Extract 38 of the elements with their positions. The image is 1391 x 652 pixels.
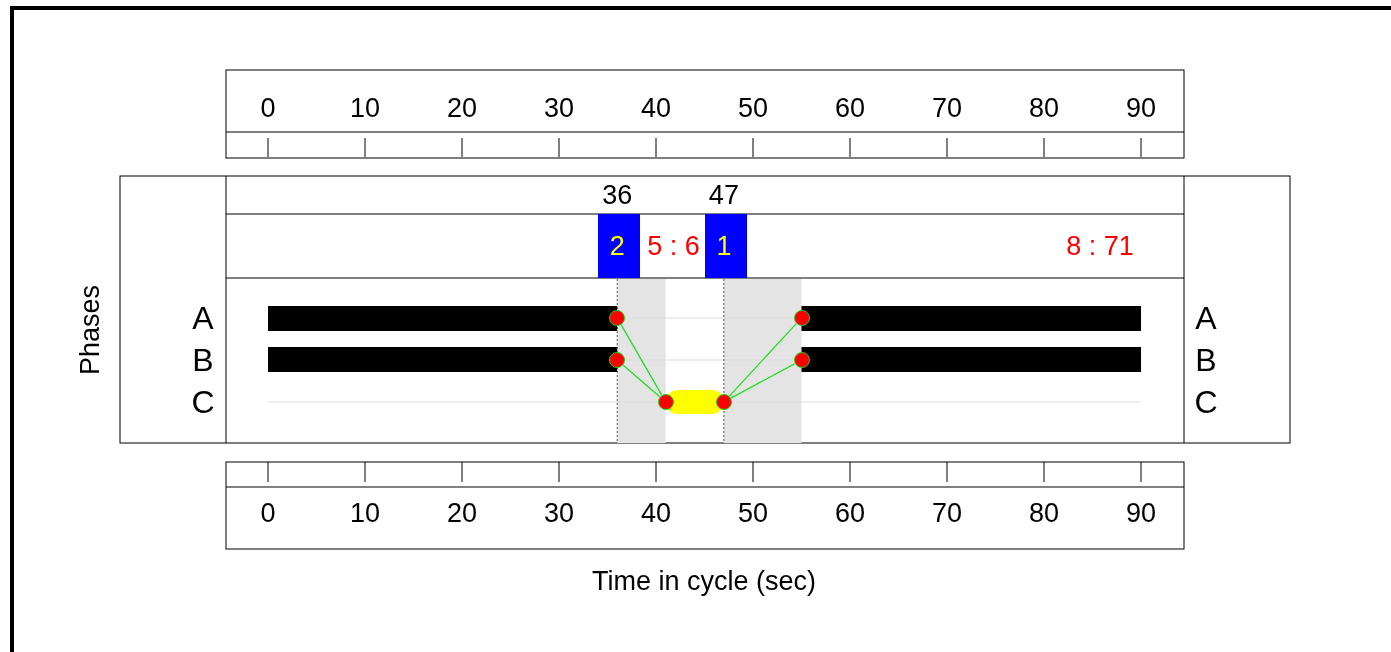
tick-label: 20 — [447, 498, 477, 528]
connector-line — [728, 323, 797, 397]
stage-time-label: 36 — [602, 180, 633, 210]
tick-label: 90 — [1126, 93, 1156, 123]
tick-label: 80 — [1029, 93, 1059, 123]
tick-label: 0 — [260, 93, 276, 123]
tick-label: 40 — [641, 498, 671, 528]
tick-label: 70 — [932, 498, 962, 528]
tick-label: 90 — [1126, 498, 1156, 528]
stage-block: 1 — [704, 214, 747, 278]
tick-label: 30 — [544, 93, 574, 123]
tick-label: 70 — [932, 93, 962, 123]
tick-label: 50 — [738, 93, 768, 123]
interstage-label: 5 : 6 — [647, 231, 700, 261]
phase-label: B — [1195, 345, 1217, 375]
tick-label: 0 — [260, 498, 276, 528]
tick-label: 40 — [641, 93, 671, 123]
phase-label: C — [191, 387, 215, 417]
tick-label: 30 — [544, 498, 574, 528]
tick-label: 50 — [738, 498, 768, 528]
tick-label: 60 — [835, 93, 865, 123]
phase-label: C — [1194, 387, 1218, 417]
connector-line — [730, 363, 796, 399]
tick-label: 80 — [1029, 498, 1059, 528]
tick-label: 10 — [350, 93, 380, 123]
tick-label: 10 — [350, 498, 380, 528]
axis-title: Phases — [75, 284, 105, 376]
connector-line — [620, 324, 663, 396]
stage-block: 2 — [597, 214, 640, 278]
phase-label: B — [192, 345, 214, 375]
stage-time-label: 47 — [708, 180, 739, 210]
connector-line — [622, 364, 661, 398]
interstage-label: 8 : 71 — [1066, 231, 1134, 261]
tick-label: 60 — [835, 498, 865, 528]
tick-label: 20 — [447, 93, 477, 123]
phase-label: A — [1195, 303, 1217, 333]
phase-label: A — [192, 303, 214, 333]
axis-title: Time in cycle (sec) — [592, 566, 816, 596]
